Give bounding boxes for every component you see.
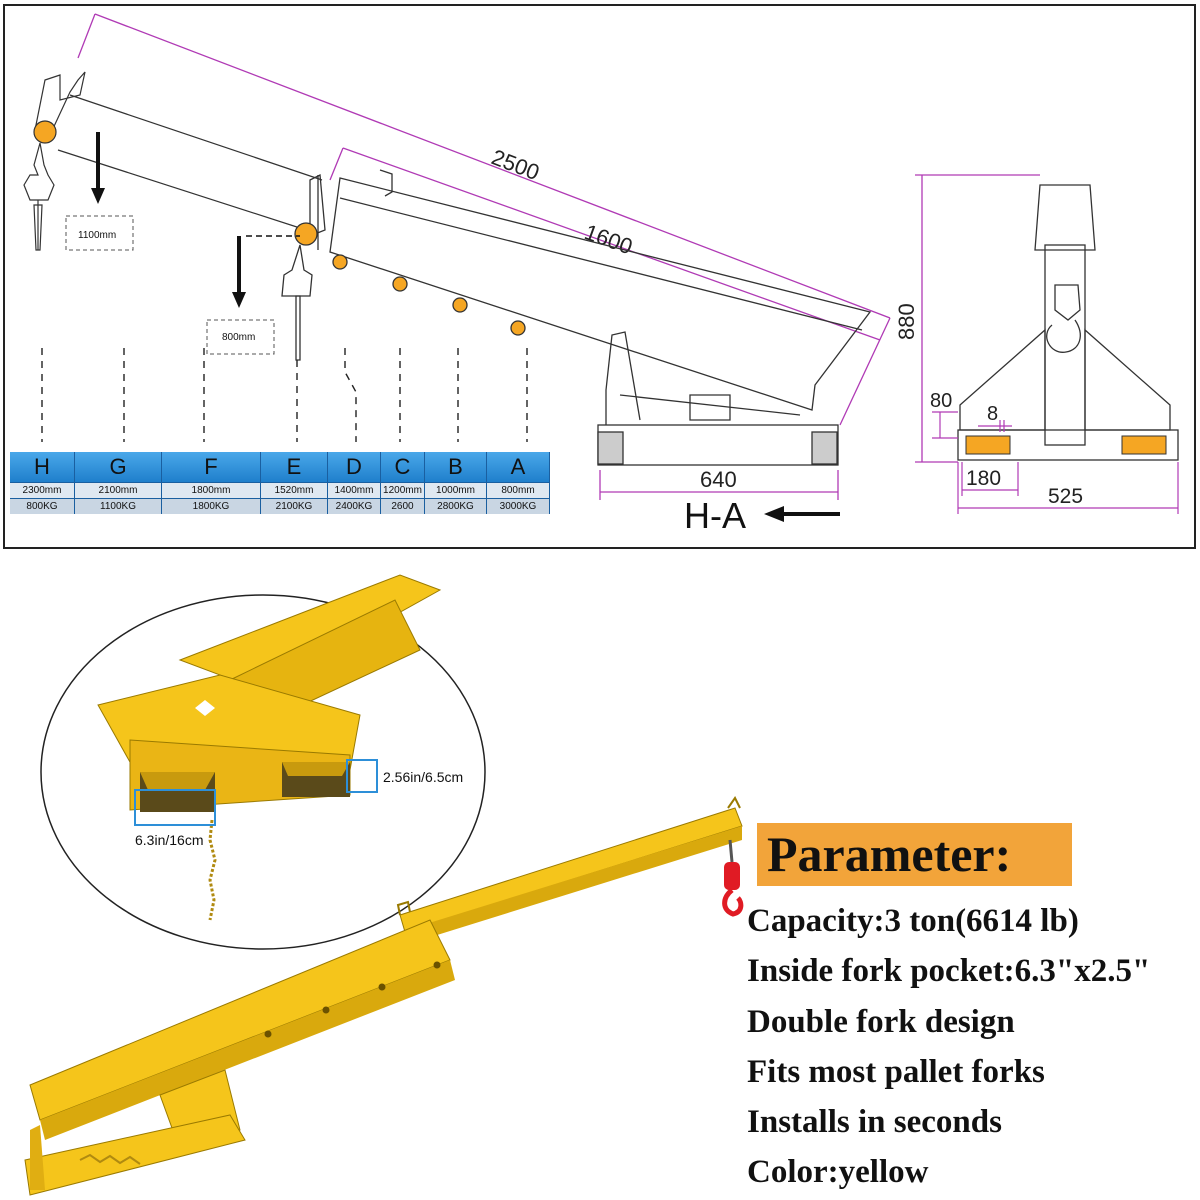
capacity-length-cell: 1400mm — [328, 482, 380, 498]
pocket-width-label: 6.3in/16cm — [135, 832, 203, 848]
fork-pocket-detail — [97, 574, 442, 921]
dimension-2500 — [77, 13, 891, 426]
capacity-length-cell: 800mm — [487, 482, 549, 498]
drop-label-1100: 1100mm — [78, 230, 116, 241]
base-frame-outline — [597, 331, 839, 466]
capacity-length-cell: 1800mm — [162, 482, 260, 498]
hook-icon — [722, 839, 744, 917]
capacity-load-cell: 3000KG — [487, 498, 549, 514]
pocket-width-marker — [134, 789, 216, 826]
extended-boom-outline — [23, 71, 323, 251]
dim-80-label: 80 — [930, 390, 952, 412]
dim-880-label: 880 — [894, 303, 919, 340]
capacity-position-label: H — [10, 452, 74, 482]
parameter-title: Parameter: — [757, 823, 1072, 886]
dimension-1600 — [329, 147, 881, 341]
reflector-right — [1121, 435, 1167, 455]
view-arrow-icon — [764, 506, 840, 522]
capacity-load-cell: 2100KG — [261, 498, 327, 514]
position-lines — [41, 348, 528, 442]
yellow-boom-product — [24, 796, 743, 1196]
drop-label-800: 800mm — [222, 332, 255, 343]
pocket-height-label: 2.56in/6.5cm — [383, 769, 463, 785]
spec-capacity: Capacity:3 ton(6614 lb) — [747, 903, 1079, 939]
dimension-180 — [961, 462, 1019, 496]
dim-2500-label: 2500 — [488, 144, 543, 185]
dimension-640 — [599, 470, 839, 500]
dimension-880 — [915, 174, 1040, 463]
capacity-load-cell: 1800KG — [162, 498, 260, 514]
drop-arrow-1100-icon — [91, 132, 105, 204]
capacity-load-cell: 2600 — [381, 498, 424, 514]
capacity-position-label: A — [487, 452, 549, 482]
side-view-drawing: 2500 1600 — [23, 13, 1179, 536]
capacity-length-cell: 2100mm — [75, 482, 161, 498]
capacity-position-label: B — [425, 452, 486, 482]
main-boom-outline — [281, 169, 872, 411]
capacity-load-cell: 1100KG — [75, 498, 161, 514]
capacity-load-cell: 2800KG — [425, 498, 486, 514]
dimension-80 — [932, 411, 958, 439]
spec-fits-forks: Fits most pallet forks — [747, 1054, 1045, 1090]
spec-double-fork: Double fork design — [747, 1004, 1015, 1040]
front-view-outline — [957, 184, 1179, 461]
capacity-length-cell: 1000mm — [425, 482, 486, 498]
dim-525-label: 525 — [1048, 485, 1083, 508]
dim-180-label: 180 — [966, 467, 1001, 490]
spec-installs: Installs in seconds — [747, 1104, 1002, 1140]
pocket-height-marker — [346, 759, 378, 793]
drop-label-1100-box — [65, 215, 134, 251]
capacity-length-cell: 1520mm — [261, 482, 327, 498]
capacity-load-cell: 2400KG — [328, 498, 380, 514]
dimension-525 — [957, 462, 1179, 514]
dim-1600-label: 1600 — [581, 219, 636, 259]
spec-color: Color:yellow — [747, 1154, 929, 1190]
capacity-length-cell: 2300mm — [10, 482, 74, 498]
capacity-position-label: C — [381, 452, 424, 482]
drop-label-800-box — [206, 319, 275, 355]
capacity-length-cell: 1200mm — [381, 482, 424, 498]
view-label: H-A — [684, 495, 746, 536]
capacity-position-label: G — [75, 452, 161, 482]
reflector-left — [965, 435, 1011, 455]
spec-fork-pocket: Inside fork pocket:6.3"x2.5" — [747, 953, 1151, 989]
capacity-position-label: D — [328, 452, 380, 482]
dim-8-label: 8 — [987, 403, 998, 425]
product-illustration: 2.56in/6.5cm 6.3in/16cm — [24, 574, 744, 1196]
dimension-8 — [978, 420, 1012, 432]
drop-arrow-800-icon — [232, 235, 300, 308]
dim-640-label: 640 — [700, 467, 737, 492]
capacity-position-label: E — [261, 452, 327, 482]
capacity-position-label: F — [162, 452, 260, 482]
capacity-load-cell: 800KG — [10, 498, 74, 514]
